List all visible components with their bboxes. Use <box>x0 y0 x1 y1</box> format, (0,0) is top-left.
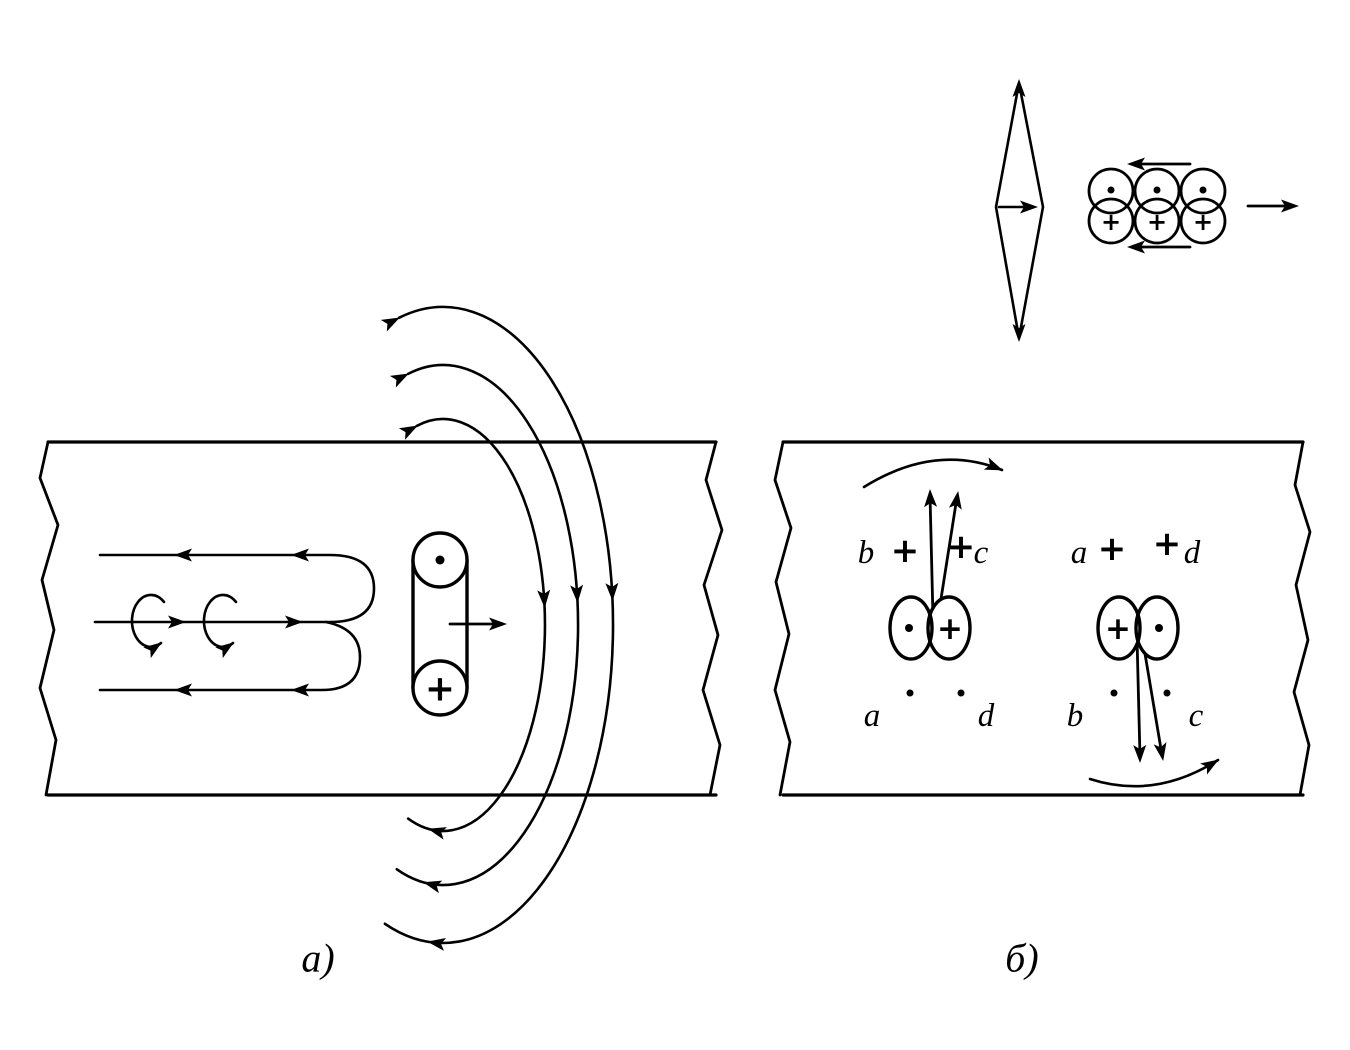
dipole-bottom-vortex-fill <box>413 661 467 715</box>
dipole-bottom-vortex-circle <box>411 659 469 717</box>
field-out-dot-icon <box>435 555 445 565</box>
site-letter-label: a <box>864 698 881 734</box>
field-in-plus-symbol: + <box>1105 611 1131 647</box>
encircling-field-arcs <box>380 305 620 951</box>
vortex-dipole-a: + <box>411 531 507 717</box>
dipole-left-b: + b + + c a d <box>858 488 995 734</box>
film-strip-b <box>773 440 1312 797</box>
site-dot-icon <box>1110 689 1118 697</box>
antivortex-circle <box>1179 197 1227 245</box>
antivortex-outline <box>1096 595 1142 661</box>
field-in-plus-symbol: + <box>937 611 963 647</box>
site-dot-icon <box>957 689 965 697</box>
field-out-dot-icon <box>1107 186 1115 194</box>
vortex-outline <box>888 595 934 661</box>
in-plane-field-lines <box>93 548 376 697</box>
field-line-upper-hairpin <box>93 553 376 624</box>
site-dot-icon <box>1163 689 1171 697</box>
strip-b-right-torn-edge <box>1292 440 1312 797</box>
field-line-lower-return <box>98 620 362 692</box>
site-letter-label: d <box>1184 535 1201 571</box>
vortex-circle <box>1087 167 1135 215</box>
strip-a-left-torn-edge <box>38 440 60 797</box>
field-out-dot-icon <box>1199 186 1207 194</box>
vortex-outline <box>1134 595 1180 661</box>
film-strip-a <box>38 440 724 797</box>
site-letter-label: b <box>1067 698 1084 734</box>
field-out-dot-icon <box>1155 624 1163 632</box>
panel-a-diagram: + а) <box>38 305 724 981</box>
dipole-top-vortex-circle <box>411 531 469 589</box>
antivortex-outline <box>926 595 972 661</box>
vortex-cluster: + + + <box>1087 157 1299 254</box>
site-plus-symbol: + <box>1098 529 1127 569</box>
field-in-plus-symbol: + <box>425 669 455 710</box>
site-letter-label: a <box>1071 535 1088 571</box>
site-letter-label: b <box>858 535 875 571</box>
field-out-dot-icon <box>905 624 913 632</box>
panel-b-label: б) <box>1005 936 1038 981</box>
site-letter-label: c <box>1189 698 1204 734</box>
force-arrow-down-1 <box>1135 636 1142 759</box>
site-plus-symbol: + <box>1153 524 1182 564</box>
vortex-circle <box>1133 167 1181 215</box>
encircling-field-line-outer <box>383 305 615 945</box>
panel-b-diagram: + b + + c a d + a + + d b <box>773 440 1312 981</box>
encircling-field-line-inner <box>406 417 547 833</box>
dipole-right-b: + a + + d b c <box>1067 524 1204 764</box>
rotation-arrow-top <box>862 458 1004 489</box>
encircling-field-line-middle <box>395 363 580 887</box>
field-out-dot-icon <box>1153 186 1161 194</box>
strip-a-right-torn-edge <box>701 440 724 797</box>
field-in-plus-symbol: + <box>1193 208 1213 236</box>
vortex-circle <box>1179 167 1227 215</box>
field-in-plus-symbol: + <box>1147 208 1167 236</box>
panel-a-label: а) <box>301 936 334 981</box>
site-letter-label: c <box>974 535 989 571</box>
field-in-plus-symbol: + <box>1101 208 1121 236</box>
inset-diagram: + + + <box>994 79 1299 342</box>
force-arrow-up-1 <box>928 493 935 620</box>
vortex-body-fill <box>1098 597 1140 659</box>
site-plus-symbol: + <box>947 527 976 567</box>
site-plus-symbol: + <box>891 531 920 571</box>
site-dot-icon <box>906 689 914 697</box>
rotation-arrow-bottom <box>1088 758 1220 788</box>
antivortex-circle <box>1087 197 1135 245</box>
vortex-body-fill <box>928 597 970 659</box>
site-letter-label: d <box>978 698 995 734</box>
strip-b-left-torn-edge <box>773 440 793 797</box>
antivortex-circle <box>1133 197 1181 245</box>
